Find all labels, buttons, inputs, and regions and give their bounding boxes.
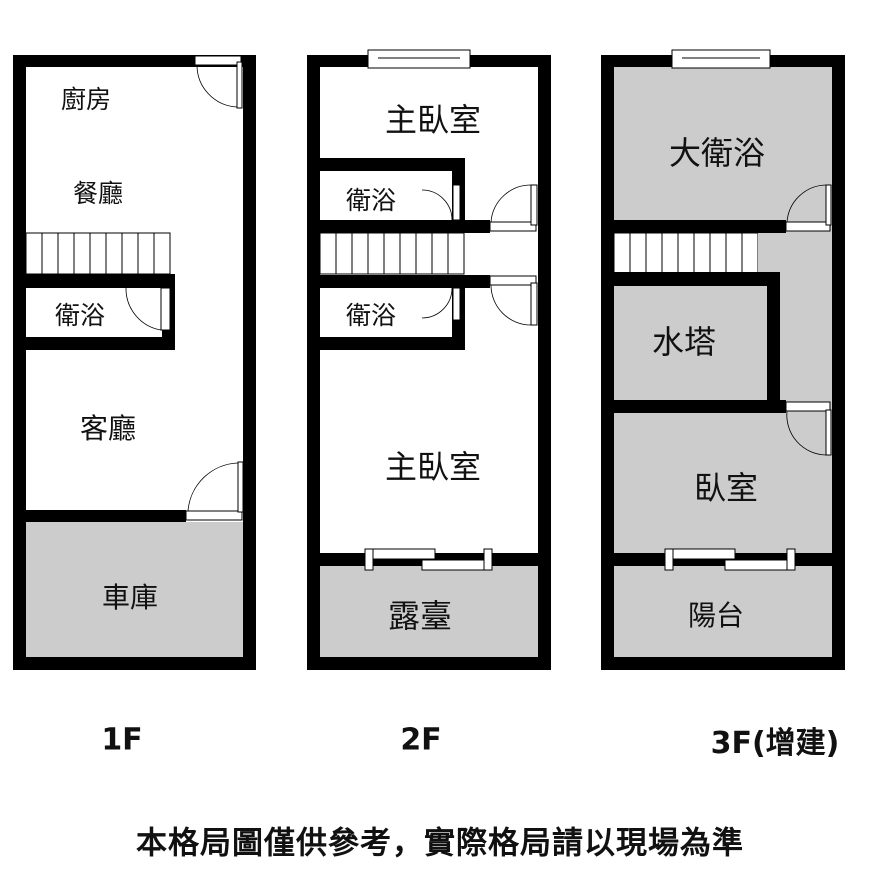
floor-label-3f: 3F(增建): [710, 726, 840, 761]
room-label-living: 客廳: [79, 412, 137, 445]
room-label-large-bathroom: 大衛浴: [668, 134, 766, 172]
room-label-kitchen: 廚房: [60, 85, 112, 114]
floor-1f-plan: [13, 55, 256, 670]
room-label-bedroom: 臥室: [693, 469, 759, 507]
room-label-terrace: 露臺: [387, 597, 453, 635]
room-label-water-tower: 水塔: [651, 323, 717, 361]
room-label-bathroom: 衛浴: [54, 301, 106, 330]
room-label-bathroom: 衛浴: [345, 301, 397, 330]
room-label-garage: 車庫: [101, 581, 159, 614]
floor-label-2f: 2F: [400, 722, 442, 758]
room-label-master-bedroom: 主臥室: [384, 448, 482, 486]
floor-2f-plan: [307, 49, 551, 670]
stairs: [25, 232, 171, 275]
floor-label-1f: 1F: [101, 722, 143, 758]
room-label-balcony: 陽台: [687, 599, 745, 632]
terrace-area: [320, 566, 538, 657]
room-label-bathroom: 衛浴: [345, 186, 397, 215]
stairs: [319, 232, 465, 275]
disclaimer-note: 本格局圖僅供參考，實際格局請以現場為準: [136, 825, 744, 862]
room-label-dining: 餐廳: [72, 179, 124, 208]
garage-area: [26, 522, 243, 657]
stairs: [613, 232, 759, 275]
floor-3f-plan: [601, 49, 845, 670]
room-label-master-bedroom: 主臥室: [384, 101, 482, 139]
